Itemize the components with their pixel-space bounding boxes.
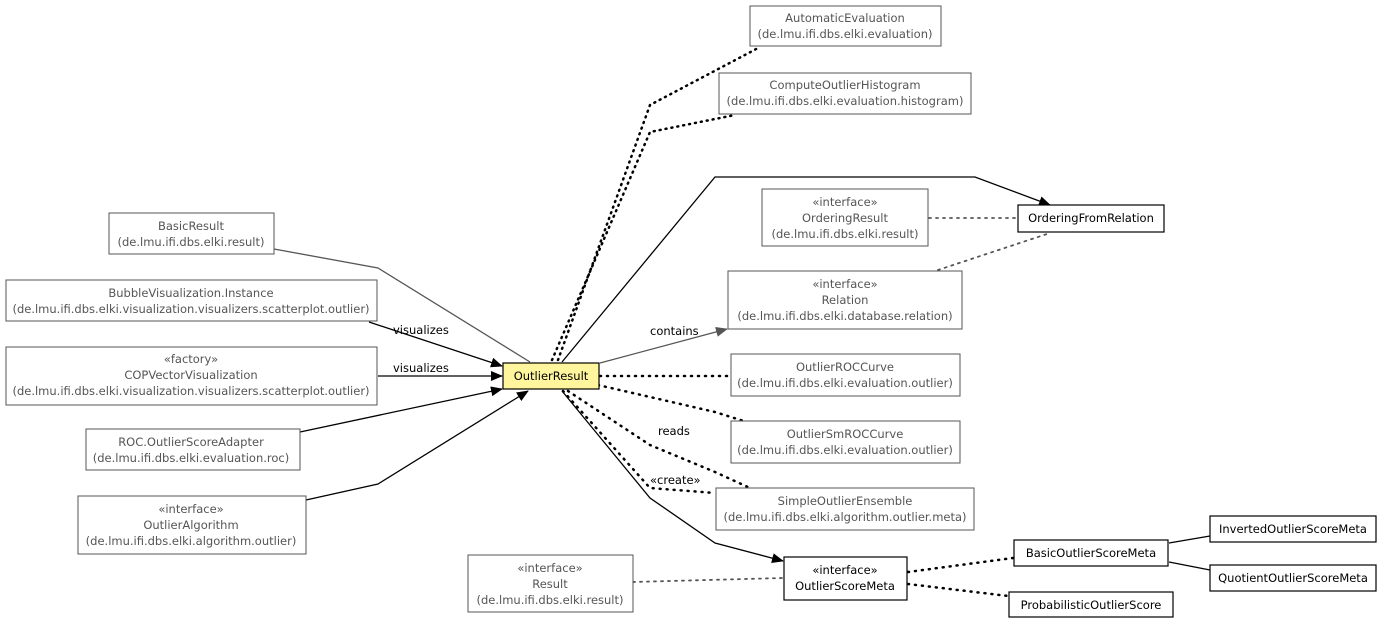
node-title: SimpleOutlierEnsemble <box>778 494 913 508</box>
class-node-outlier-roc-curve[interactable]: OutlierROCCurve (de.lmu.ifi.dbs.elki.eva… <box>730 353 961 397</box>
node-title: ProbabilisticOutlierScore <box>1021 598 1162 612</box>
node-package: (de.lmu.ifi.dbs.elki.algorithm.outlier.m… <box>723 510 966 524</box>
class-node-basic-outlier-score-meta[interactable]: BasicOutlierScoreMeta <box>1013 539 1169 567</box>
edge-labels: contains reads «create» visualizes visua… <box>393 323 701 487</box>
edge-basic-outlier-score-meta <box>906 556 1015 574</box>
edge-label-visualizes-bubble: visualizes <box>393 323 449 337</box>
node-title: OutlierScoreMeta <box>795 579 895 593</box>
node-stereotype: «interface» <box>812 563 877 577</box>
node-title: OutlierResult <box>514 369 589 383</box>
class-node-ordering-from-relation[interactable]: OrderingFromRelation <box>1017 204 1165 233</box>
edge-visualizes-bubble <box>368 321 503 368</box>
edge-label-visualizes-cop: visualizes <box>393 361 449 375</box>
edge-basic-result <box>273 248 531 363</box>
class-node-inverted-outlier-score-meta[interactable]: InvertedOutlierScoreMeta <box>1209 515 1377 543</box>
node-stereotype: «factory» <box>164 352 218 366</box>
node-package: (de.lmu.ifi.dbs.elki.evaluation.outlier) <box>737 376 953 390</box>
node-package: (de.lmu.ifi.dbs.elki.algorithm.outlier) <box>86 534 297 548</box>
edge-reads <box>566 389 752 490</box>
class-node-cop-vector-visualization[interactable]: «factory» COPVectorVisualization (de.lmu… <box>5 346 378 406</box>
class-node-simple-outlier-ensemble[interactable]: SimpleOutlierEnsemble (de.lmu.ifi.dbs.el… <box>715 487 975 531</box>
class-node-outlier-score-meta[interactable]: «interface» OutlierScoreMeta <box>783 556 908 601</box>
node-title: ROC.OutlierScoreAdapter <box>118 435 264 449</box>
class-node-relation[interactable]: «interface» Relation (de.lmu.ifi.dbs.elk… <box>727 270 963 330</box>
class-node-outlier-smroc-curve[interactable]: OutlierSmROCCurve (de.lmu.ifi.dbs.elki.e… <box>730 420 961 464</box>
node-title: BasicResult <box>158 219 224 233</box>
node-package: (de.lmu.ifi.dbs.elki.database.relation) <box>737 309 952 323</box>
node-stereotype: «interface» <box>812 195 877 209</box>
node-title: QuotientOutlierScoreMeta <box>1218 571 1368 585</box>
node-title: OutlierAlgorithm <box>143 518 238 532</box>
node-package: (de.lmu.ifi.dbs.elki.evaluation) <box>758 27 933 41</box>
edge-outlier-score-meta <box>561 390 784 564</box>
class-node-probabilistic-outlier-score[interactable]: ProbabilisticOutlierScore <box>1008 591 1174 618</box>
edge-quotient-outlier-score-meta <box>1168 561 1211 571</box>
node-package: (de.lmu.ifi.dbs.elki.evaluation.roc) <box>93 451 289 465</box>
node-title: ComputeOutlierHistogram <box>769 78 920 92</box>
node-stereotype: «interface» <box>158 502 223 516</box>
class-node-roc-outlier-score-adapter[interactable]: ROC.OutlierScoreAdapter (de.lmu.ifi.dbs.… <box>85 428 301 471</box>
node-stereotype: «interface» <box>812 277 877 291</box>
node-package: (de.lmu.ifi.dbs.elki.result) <box>476 593 623 607</box>
edge-result-realization <box>632 577 784 583</box>
class-node-outlier-result[interactable]: OutlierResult <box>502 362 600 390</box>
class-node-ordering-result[interactable]: «interface» OrderingResult (de.lmu.ifi.d… <box>761 188 929 247</box>
node-title: OutlierSmROCCurve <box>787 427 904 441</box>
edge-ordering-from-relation <box>561 176 1051 363</box>
edge-compute-outlier-histogram <box>550 113 737 362</box>
node-title: BubbleVisualization.Instance <box>108 286 273 300</box>
nodes: OutlierResult AutomaticEvaluation (de.lm… <box>5 5 1377 618</box>
node-stereotype: «interface» <box>517 561 582 575</box>
class-node-basic-result[interactable]: BasicResult (de.lmu.ifi.dbs.elki.result) <box>108 212 275 255</box>
node-package: (de.lmu.ifi.dbs.elki.visualization.visua… <box>12 302 369 316</box>
edges <box>273 45 1211 598</box>
edge-relation-realization <box>937 232 1051 271</box>
node-package: (de.lmu.ifi.dbs.elki.visualization.visua… <box>12 384 369 398</box>
node-title: Result <box>532 577 568 591</box>
edge-outlier-algorithm <box>305 390 529 501</box>
node-title: BasicOutlierScoreMeta <box>1026 546 1156 560</box>
edge-inverted-outlier-score-meta <box>1168 535 1211 544</box>
edge-roc-outlier-score-adapter <box>299 386 503 433</box>
node-title: AutomaticEvaluation <box>785 11 905 25</box>
class-node-automatic-evaluation[interactable]: AutomaticEvaluation (de.lmu.ifi.dbs.elki… <box>749 5 942 47</box>
node-title: OrderingFromRelation <box>1028 211 1154 225</box>
class-node-compute-outlier-histogram[interactable]: ComputeOutlierHistogram (de.lmu.ifi.dbs.… <box>718 72 972 115</box>
node-title: COPVectorVisualization <box>124 368 257 382</box>
node-title: InvertedOutlierScoreMeta <box>1219 522 1367 536</box>
edge-label-contains: contains <box>650 324 699 338</box>
edge-automatic-evaluation <box>556 45 762 362</box>
edge-probabilistic-outlier-score <box>906 582 1010 598</box>
node-title: Relation <box>822 293 869 307</box>
class-node-outlier-algorithm[interactable]: «interface» OutlierAlgorithm (de.lmu.ifi… <box>77 495 307 555</box>
node-package: (de.lmu.ifi.dbs.elki.evaluation.outlier) <box>737 443 953 457</box>
class-node-quotient-outlier-score-meta[interactable]: QuotientOutlierScoreMeta <box>1209 564 1377 592</box>
edge-outlier-smroc-curve <box>596 383 752 425</box>
edge-create <box>561 389 717 495</box>
node-title: OutlierROCCurve <box>796 360 894 374</box>
edge-label-create: «create» <box>650 473 701 487</box>
node-package: (de.lmu.ifi.dbs.elki.result) <box>117 235 264 249</box>
class-node-result[interactable]: «interface» Result (de.lmu.ifi.dbs.elki.… <box>467 554 634 613</box>
node-package: (de.lmu.ifi.dbs.elki.evaluation.histogra… <box>727 94 964 108</box>
edge-label-reads: reads <box>658 424 690 438</box>
edge-contains <box>599 327 728 364</box>
node-package: (de.lmu.ifi.dbs.elki.result) <box>771 227 918 241</box>
node-title: OrderingResult <box>802 211 888 225</box>
class-node-bubble-visualization[interactable]: BubbleVisualization.Instance (de.lmu.ifi… <box>5 279 378 322</box>
